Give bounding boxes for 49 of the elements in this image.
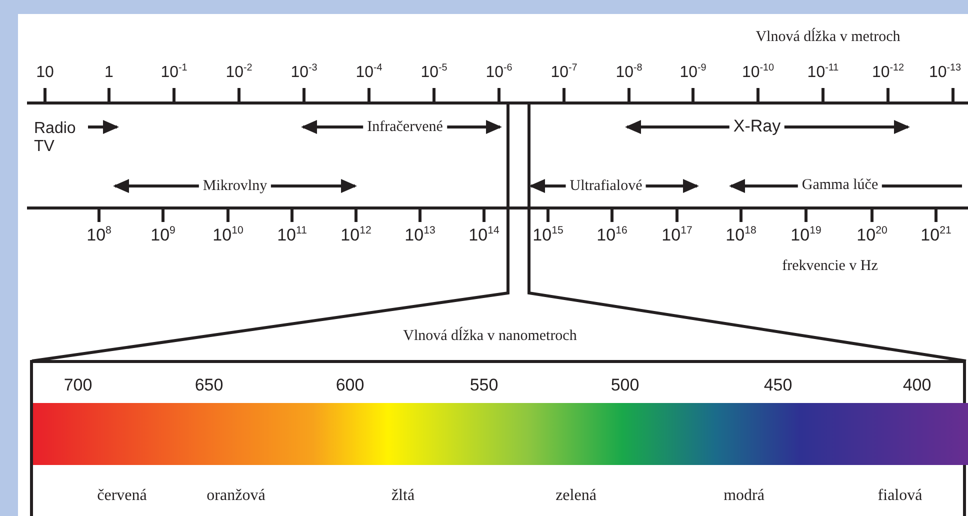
tick-label: 10$^{18}$ xyxy=(726,226,756,246)
tick-label: 650 xyxy=(194,376,224,396)
tick-label: 400 xyxy=(902,376,932,396)
tick-label: 10$^{19}$ xyxy=(790,226,822,246)
tick-label: 10$^{-13}$ xyxy=(928,64,962,82)
axis-title: Vlnová dĺžka v metroch xyxy=(756,28,900,46)
tick-label: 10$^{14}$ xyxy=(468,226,500,246)
tick-label: 10$^{8}$ xyxy=(86,226,112,246)
tick-label: 500 xyxy=(610,376,640,396)
tick-label: 10$^{15}$ xyxy=(532,226,564,246)
tick-label: 10$^{-9}$ xyxy=(680,64,706,82)
tick-label: 10$^{-6}$ xyxy=(486,64,512,82)
color-label: červená xyxy=(97,487,147,505)
tick-label: 1 xyxy=(104,64,114,82)
tick-label: 700 xyxy=(64,376,92,396)
tick-label: 10$^{10}$ xyxy=(212,226,244,246)
tick-label: 10 xyxy=(36,64,54,82)
tick-label: 600 xyxy=(336,376,364,396)
tick-label: 550 xyxy=(470,376,498,396)
tick-label: 10$^{-3}$ xyxy=(290,64,318,82)
color-label: žltá xyxy=(391,487,415,505)
band-label: X-Ray xyxy=(729,118,785,136)
tick-label: 10$^{17}$ xyxy=(662,226,692,246)
band-label: Radio TV xyxy=(34,120,77,156)
band-label: Mikrovlny xyxy=(198,178,272,194)
color-spectrum-bar xyxy=(33,403,968,465)
tick-label: 10$^{-5}$ xyxy=(420,64,448,82)
tick-label: 10$^{11}$ xyxy=(277,226,307,246)
tick-label: 10$^{13}$ xyxy=(404,226,436,246)
tick-label: 10$^{-2}$ xyxy=(226,64,252,82)
color-label: zelená xyxy=(556,487,596,505)
tick-label: 10$^{-4}$ xyxy=(356,64,382,82)
tick-label: 10$^{20}$ xyxy=(856,226,888,246)
color-label: oranžová xyxy=(206,487,266,505)
axis-title: frekvencie v Hz xyxy=(782,258,878,274)
tick-label: 10$^{9}$ xyxy=(150,226,176,246)
tick-label: 10$^{-10}$ xyxy=(742,64,774,82)
axis-title: Vlnová dĺžka v nanometroch xyxy=(403,328,577,344)
tick-label: 450 xyxy=(764,376,792,396)
color-label: modrá xyxy=(724,487,764,505)
tick-label: 10$^{-1}$ xyxy=(160,64,188,82)
tick-label: 10$^{16}$ xyxy=(596,226,628,246)
tick-label: 10$^{-8}$ xyxy=(616,64,642,82)
tick-label: 10$^{21}$ xyxy=(920,226,952,246)
tick-label: 10$^{-11}$ xyxy=(807,64,839,82)
color-label: fialová xyxy=(878,487,922,505)
tick-label: 10$^{-12}$ xyxy=(872,64,904,82)
tick-label: 10$^{-7}$ xyxy=(550,64,578,82)
tick-label: 10$^{12}$ xyxy=(340,226,372,246)
